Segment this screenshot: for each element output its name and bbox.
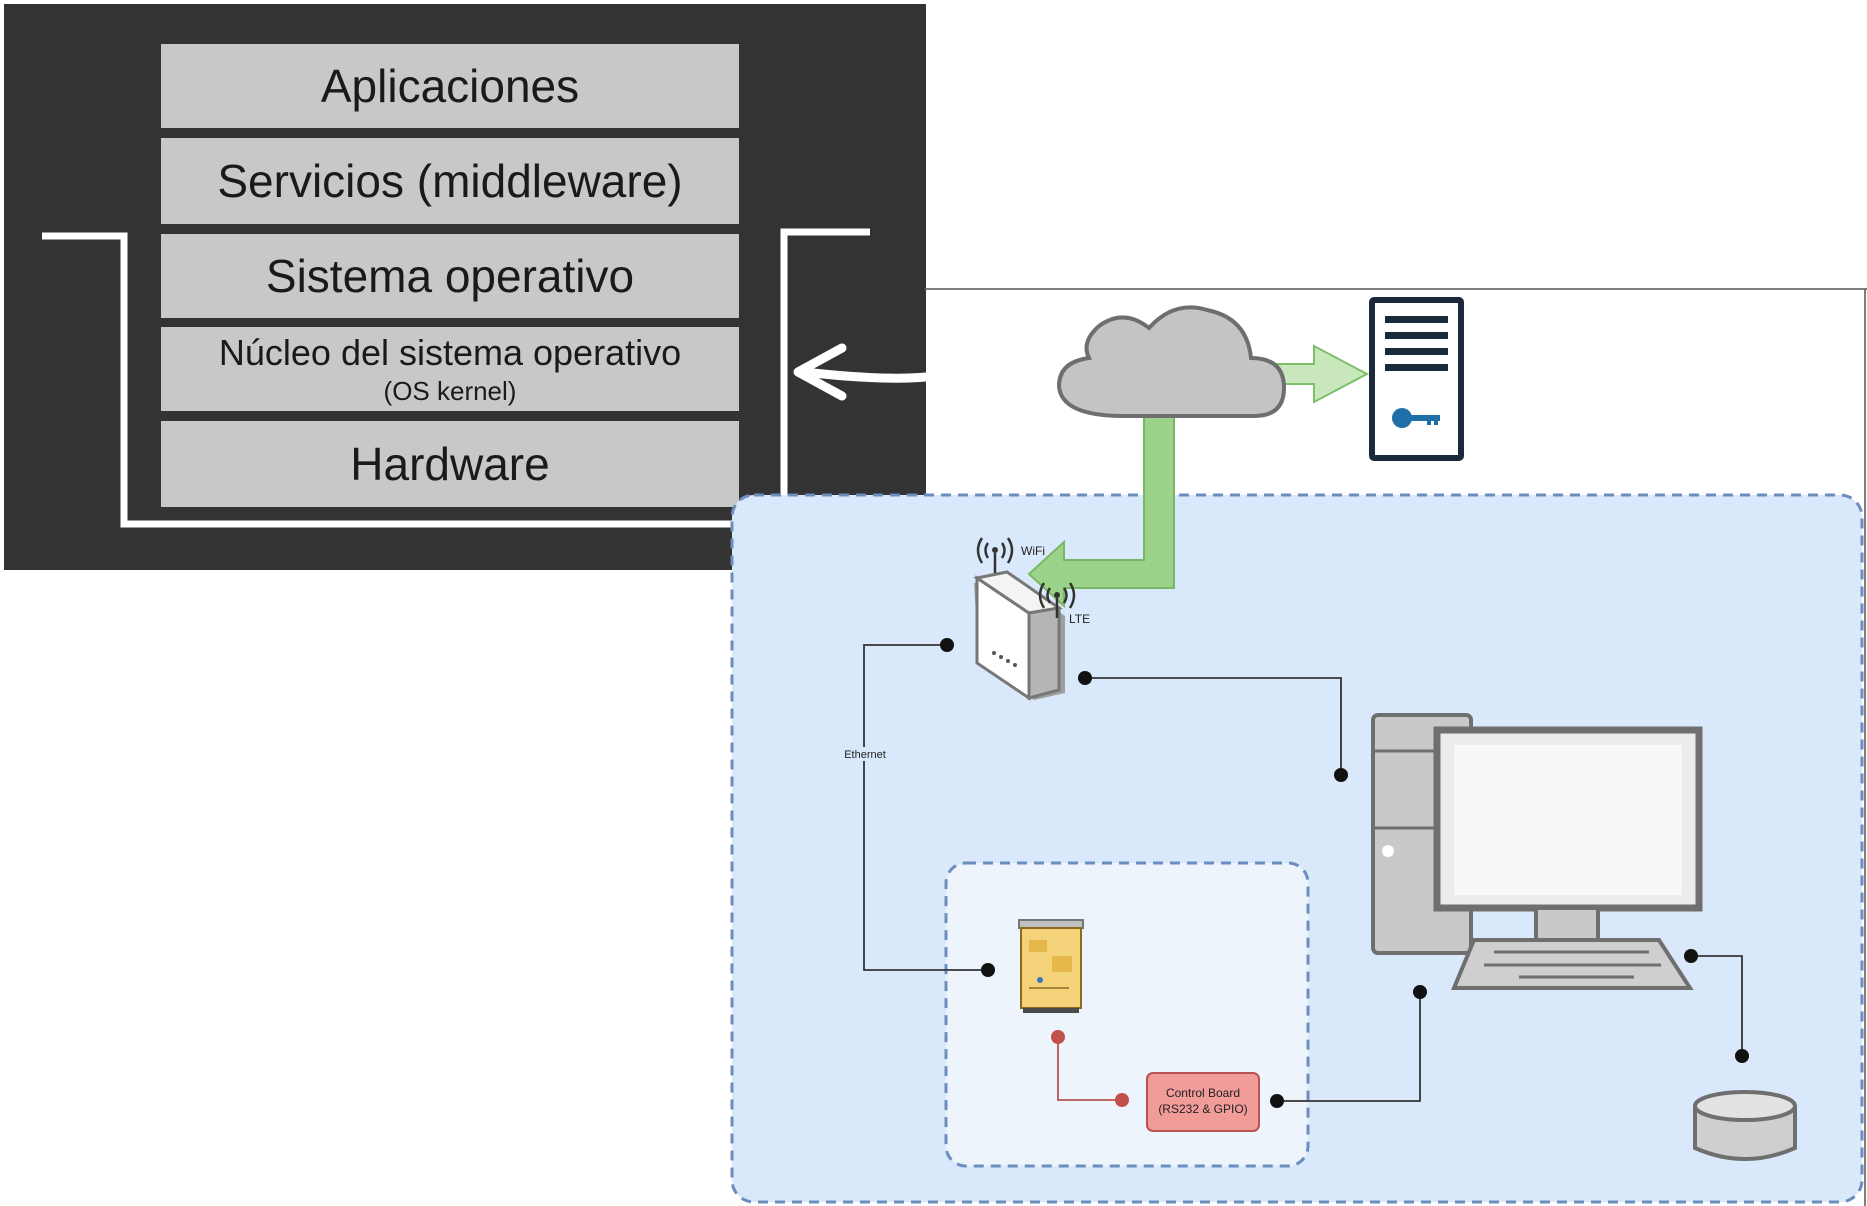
os-bracket-line	[42, 228, 870, 528]
wifi-label: WiFi	[1021, 544, 1045, 558]
ethernet-link	[863, 644, 988, 971]
layer-hardware: Hardware	[161, 421, 739, 507]
control-board-box	[1146, 1072, 1260, 1132]
lte-label: LTE	[1069, 612, 1090, 626]
wifi-signal-icon	[976, 537, 1014, 573]
control-board-label-line2: (RS232 & GPIO)	[1158, 1102, 1247, 1116]
router-to-computer-link	[1085, 677, 1342, 775]
ethernet-label: Ethernet	[844, 749, 886, 761]
layer-sublabel: (OS kernel)	[383, 375, 517, 406]
network-diagram: WiFi LTE	[729, 288, 1867, 1206]
os-bracket-overlay	[42, 228, 926, 528]
cloud-icon	[1056, 305, 1287, 418]
control-board-label-line1: Control Board	[1166, 1086, 1240, 1100]
layer-label: Servicios (middleware)	[217, 155, 683, 207]
red-connector-dots	[1051, 1030, 1129, 1107]
left-arrow-icon	[793, 343, 926, 401]
layer-middleware: Servicios (middleware)	[161, 138, 739, 224]
router-icon	[973, 570, 1065, 701]
circuit-board-icon	[1018, 919, 1084, 1013]
ethernet-label-bg	[840, 747, 890, 761]
layer-label: Sistema operativo	[265, 250, 635, 302]
layer-label: Núcleo del sistema operativo	[218, 331, 682, 373]
computer-to-database-link	[1691, 955, 1743, 1056]
network-canvas: WiFi LTE	[730, 288, 1867, 1206]
layer-os-kernel: Núcleo del sistema operativo (OS kernel)	[161, 327, 739, 411]
layer-applications: Aplicaciones	[161, 44, 739, 128]
lte-signal-icon	[1038, 582, 1076, 618]
database-icon	[1693, 1090, 1797, 1161]
layer-operating-system: Sistema operativo	[161, 234, 739, 318]
controlboard-to-computer-link	[1277, 992, 1421, 1102]
server-key-icon	[1369, 297, 1464, 461]
os-layer-diagram: Aplicaciones Servicios (middleware) Sist…	[4, 4, 926, 570]
layer-label: Hardware	[350, 438, 550, 490]
cloud-to-router-arrow	[1027, 413, 1175, 609]
connector-dots	[940, 638, 1749, 1108]
layer-label: Aplicaciones	[320, 60, 580, 112]
connectors	[863, 644, 1743, 1102]
board-to-controlboard-link	[1057, 1037, 1122, 1101]
desktop-computer-icon	[1371, 713, 1703, 990]
